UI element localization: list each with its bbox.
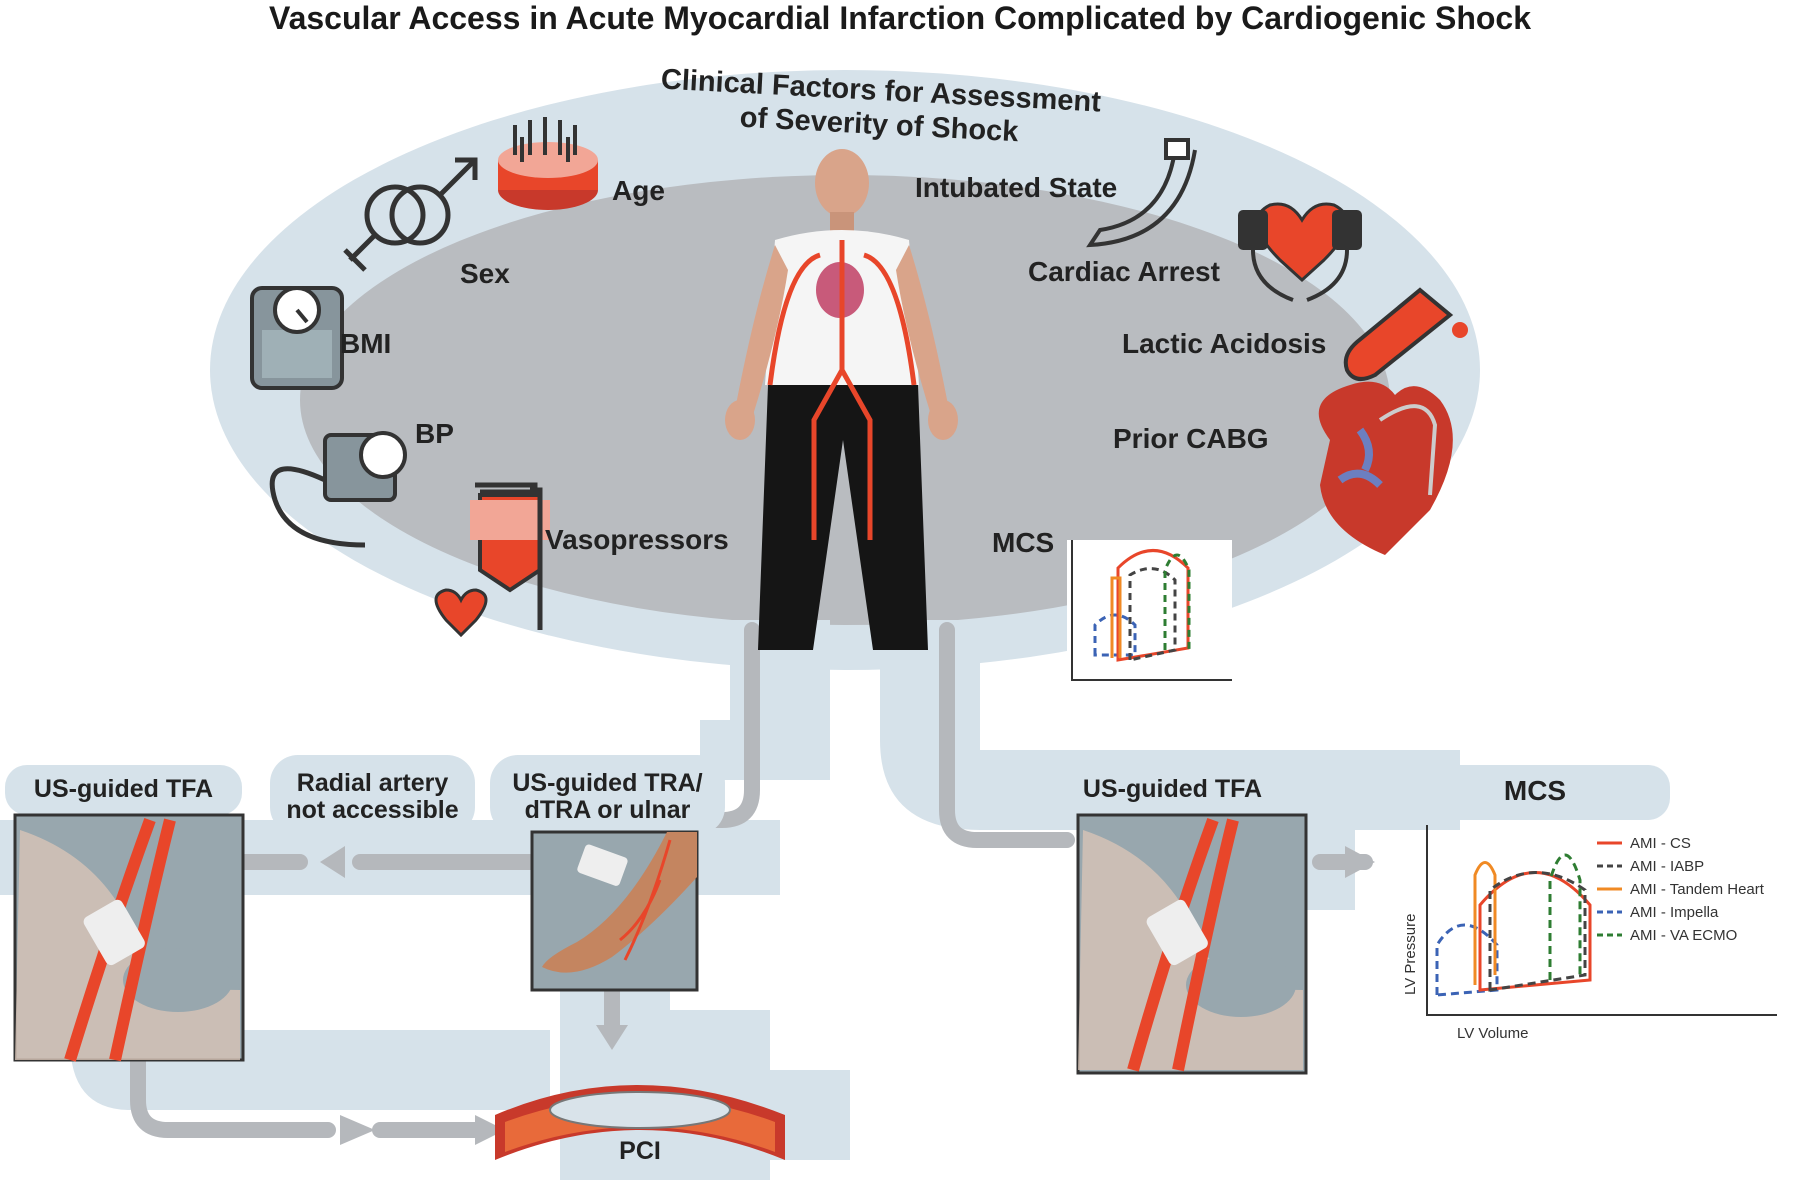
gender-symbols-icon [343, 157, 478, 272]
flow-tra-line2: dTRA or ulnar [524, 796, 691, 824]
flow-tra-line1: US-guided TRA/ [512, 769, 703, 797]
factor-cardiac-arrest-label: Cardiac Arrest [1028, 256, 1220, 287]
heart-bypass-icon [1318, 381, 1453, 555]
flow-tra-label: US-guided TRA/ dTRA or ulnar [490, 770, 725, 824]
tfa-illustration-right [1076, 813, 1308, 1075]
mcs-xlabel: LV Volume [1457, 1025, 1528, 1042]
flow-radial-line2: not accessible [286, 796, 459, 824]
tfa-illustration-left [13, 813, 245, 1062]
mcs-loop-impella [1435, 923, 1499, 997]
flow-radial-line1: Radial artery [296, 769, 449, 797]
legend-label-2: AMI - Tandem Heart [1630, 881, 1765, 898]
tra-illustration [530, 830, 699, 992]
mcs-large-chart: AMI - CS AMI - IABP AMI - Tandem HeartAMI … [1402, 825, 1777, 1042]
mcs-legend: AMI - CS AMI - IABP AMI - Tandem HeartAMI … [1597, 835, 1765, 944]
mcs-small-chart [1067, 540, 1232, 681]
flow-mcs-label: MCS [1503, 775, 1567, 806]
factor-lactic-label: Lactic Acidosis [1122, 328, 1327, 359]
flow-tfa-left-label: US-guided TFA [33, 775, 214, 803]
factor-vasopressors-label: Vasopressors [545, 524, 729, 555]
human-figure [725, 149, 958, 650]
mcs-loop-tandem [1473, 861, 1497, 985]
pci-stent-illustration [495, 1085, 785, 1160]
mcs-loop-ecmo [1548, 853, 1582, 980]
factor-age-label: Age [612, 175, 665, 206]
legend-label-3: AMI - Impella [1630, 904, 1719, 921]
mcs-loop-iabp [1488, 871, 1587, 992]
scale-icon [250, 286, 344, 390]
cake-icon [498, 117, 598, 210]
factor-mcs-label: MCS [992, 527, 1055, 558]
mcs-chart-axes [1426, 825, 1777, 1016]
legend-label-0: AMI - CS [1630, 835, 1691, 852]
legend-label-4: AMI - VA ECMO [1630, 927, 1737, 944]
flow-radial-label: Radial artery not accessible [270, 770, 475, 824]
endotracheal-tube-icon [1086, 138, 1197, 248]
legend-label-1: AMI - IABP [1630, 858, 1704, 875]
factor-intubated-label: Intubated State [915, 172, 1118, 203]
factor-bmi-label: BMI [340, 328, 392, 359]
flow-pci-label: PCI [619, 1137, 661, 1165]
mcs-loop-cs [1478, 871, 1592, 992]
factor-cabg-label: Prior CABG [1113, 423, 1269, 454]
mcs-ylabel: LV Pressure [1402, 914, 1419, 995]
iv-bag-icon [434, 482, 550, 638]
bp-cuff-icon [269, 431, 407, 548]
flow-arrows [130, 622, 1373, 1138]
factor-sex-label: Sex [460, 258, 510, 289]
test-tube-icon [1343, 287, 1468, 381]
flow-tfa-right-label: US-guided TFA [1082, 775, 1263, 803]
factor-bp-label: BP [415, 418, 454, 449]
defibrillator-heart-icon [1238, 202, 1362, 302]
figure-title: Vascular Access in Acute Myocardial Infa… [268, 0, 1531, 36]
label-pills [5, 755, 1670, 835]
